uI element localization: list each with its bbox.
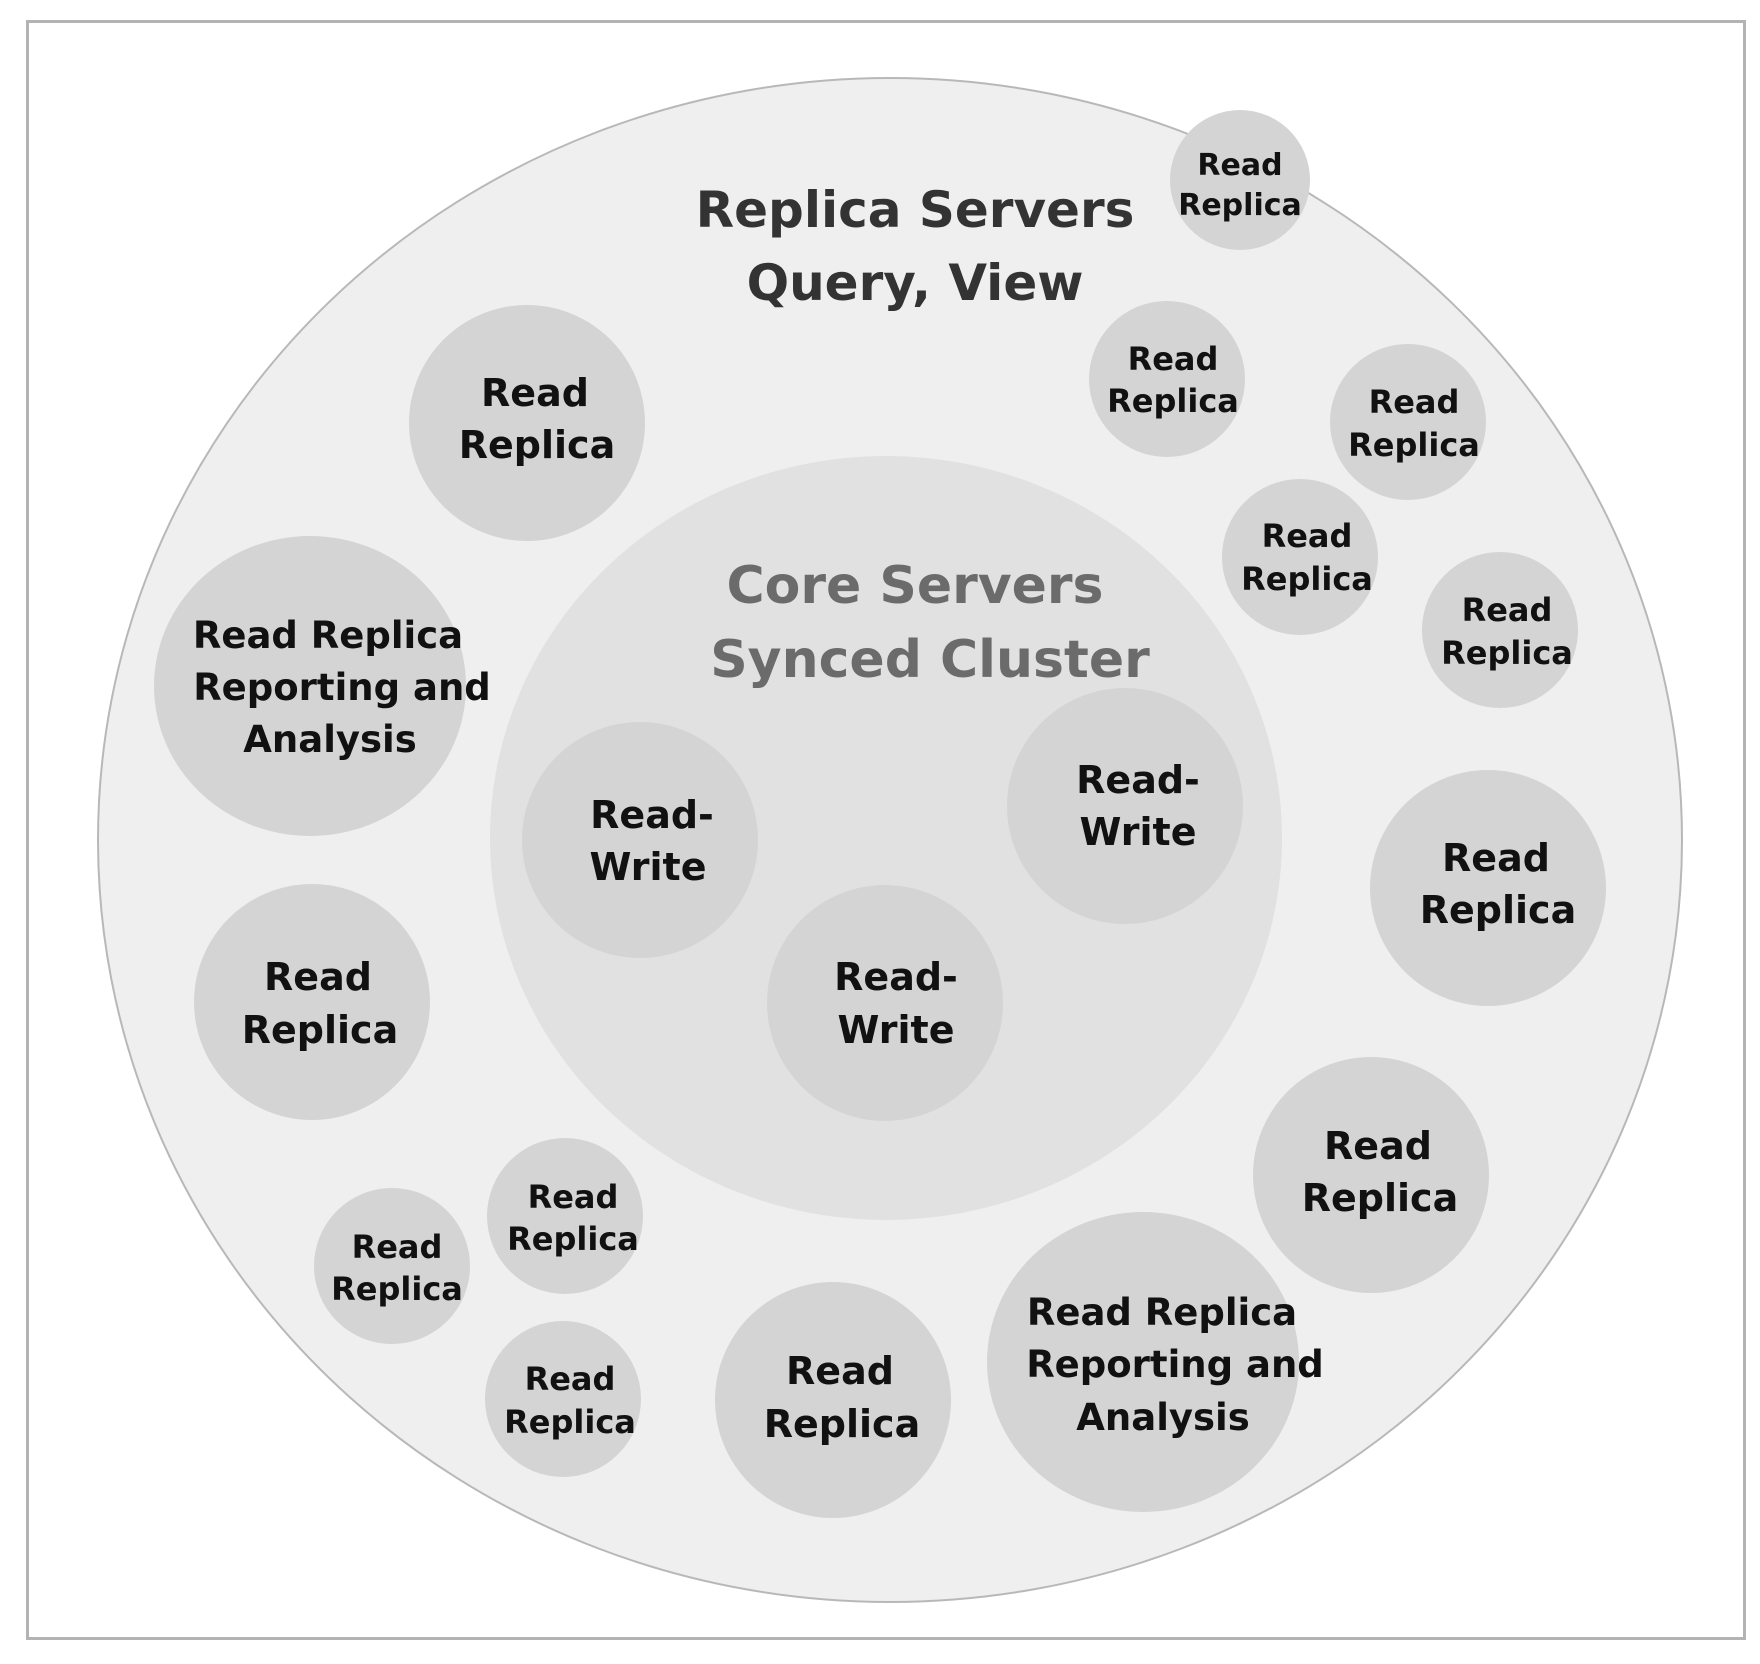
core-servers-title-line1: Core Servers (726, 556, 1103, 616)
replica-node-circle (1253, 1057, 1489, 1293)
replica-node-label-line2: Replica (764, 1402, 920, 1446)
replica-node-label-line2: Replica (504, 1403, 636, 1441)
core-node: Read- Write (1007, 688, 1243, 924)
core-node: Read- Write (522, 722, 758, 958)
replica-node-label-line2: Replica (1441, 634, 1573, 672)
replica-node-circle (1089, 301, 1245, 457)
core-servers-cluster (490, 456, 1282, 1220)
replica-node-label-line2: Replica (1178, 188, 1302, 223)
replica-node-small: Read Replica (1330, 344, 1486, 500)
core-node-circle (1007, 688, 1243, 924)
replica-node: Read Replica (194, 884, 430, 1120)
replica-node-label-line2: Replica (1420, 888, 1576, 932)
replica-node-small: Read Replica (485, 1321, 641, 1477)
replica-node: Read Replica (1253, 1057, 1489, 1293)
replica-node: Read Replica (409, 305, 645, 541)
replica-node-circle (409, 305, 645, 541)
core-node-circle (522, 722, 758, 958)
replica-node-label-line2: Replica (459, 423, 615, 467)
replica-node-label-line2: Reporting and (193, 666, 491, 709)
replica-node-label-line1: Read (481, 371, 589, 415)
replica-node-label-line1: Read Replica (1027, 1291, 1297, 1334)
replica-node-label-line2: Replica (331, 1270, 463, 1308)
replica-node-reporting: Read Replica Reporting and Analysis (987, 1212, 1324, 1512)
core-node-circle (767, 885, 1003, 1121)
core-node-label-line2: Write (1080, 810, 1197, 854)
replica-node-label-line2: Replica (242, 1008, 398, 1052)
replica-node-label-line3: Analysis (243, 718, 416, 761)
replica-node-label-line2: Replica (1348, 426, 1480, 464)
replica-node-label-line1: Read (1262, 517, 1353, 555)
replica-node-circle (314, 1188, 470, 1344)
replica-node-label-line1: Read (264, 955, 372, 999)
replica-node-label-line2: Reporting and (1026, 1343, 1324, 1386)
replica-node-label-line1: Read Replica (193, 614, 463, 657)
replica-node-label-line2: Replica (1107, 382, 1239, 420)
replica-node-small: Read Replica (314, 1188, 470, 1344)
replica-node-label-line1: Read (1442, 836, 1550, 880)
replica-node: Read Replica (715, 1282, 951, 1518)
core-node: Read- Write (767, 885, 1003, 1121)
core-servers-title-line2: Synced Cluster (710, 630, 1150, 690)
replica-node-label-line2: Replica (1241, 560, 1373, 598)
replica-servers-title-line1: Replica Servers (696, 181, 1135, 239)
replica-node-small: Read Replica (1089, 301, 1245, 457)
replica-node-circle (1422, 552, 1578, 708)
replica-node-label-line1: Read (1324, 1124, 1432, 1168)
replica-node: Read Replica (1370, 770, 1606, 1006)
replica-servers-title-line2: Query, View (747, 254, 1084, 312)
replica-node-circle (1170, 110, 1310, 250)
replica-node-label-line1: Read (1369, 383, 1460, 421)
replica-node-small: Read Replica (1222, 479, 1378, 635)
replica-node-small: Read Replica (487, 1138, 643, 1294)
replica-node-label-line1: Read (1197, 148, 1282, 183)
core-node-label-line1: Read- (1076, 758, 1200, 802)
replica-node-label-line1: Read (786, 1349, 894, 1393)
core-node-label-line2: Write (590, 845, 707, 889)
core-node-label-line1: Read- (834, 955, 958, 999)
replica-node-label-line2: Replica (507, 1220, 639, 1258)
replica-node-label-line1: Read (1128, 340, 1219, 378)
replica-node-circle (487, 1138, 643, 1294)
replica-node-circle (987, 1212, 1299, 1512)
replica-node-reporting: Read Replica Reporting and Analysis (154, 536, 491, 836)
replica-node-circle (715, 1282, 951, 1518)
replica-node-circle (194, 884, 430, 1120)
replica-node-label-line3: Analysis (1076, 1396, 1249, 1439)
replica-node-small: Read Replica (1422, 552, 1578, 708)
replica-node-circle (1330, 344, 1486, 500)
replica-node-label-line1: Read (352, 1228, 443, 1266)
core-node-label-line1: Read- (590, 793, 714, 837)
core-node-label-line2: Write (838, 1008, 955, 1052)
replica-node-label-line1: Read (528, 1178, 619, 1216)
replica-node-circle (485, 1321, 641, 1477)
replica-node-label-line2: Replica (1302, 1176, 1458, 1220)
replica-node-circle (1370, 770, 1606, 1006)
replica-node-label-line1: Read (525, 1360, 616, 1398)
replica-node-circle (1222, 479, 1378, 635)
replica-node-circle (154, 536, 466, 836)
replica-node-label-line1: Read (1462, 591, 1553, 629)
